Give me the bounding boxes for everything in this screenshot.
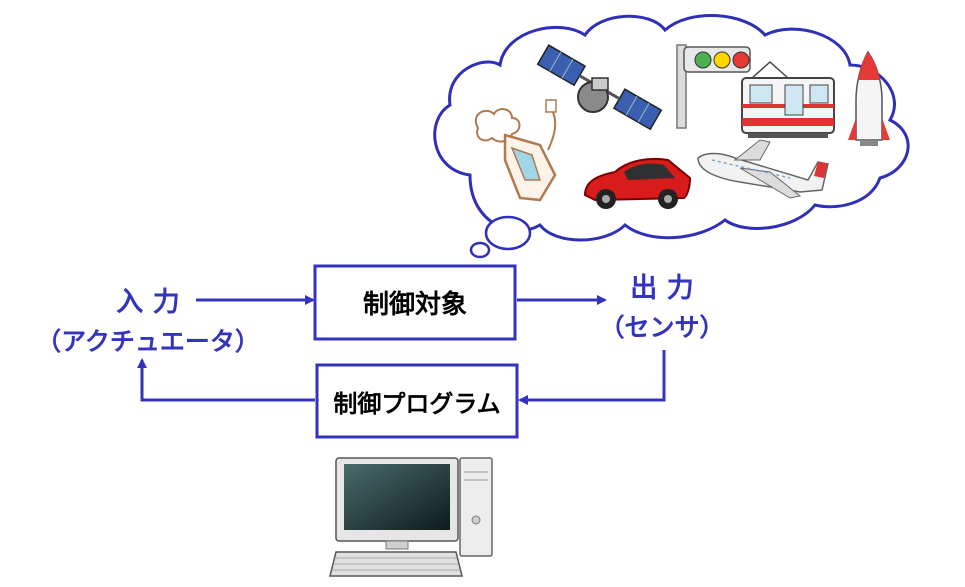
satellite-icon (536, 44, 663, 131)
iron-icon (475, 99, 557, 202)
arrow-program-to-input (137, 358, 315, 402)
output-label: 出 力 (630, 273, 693, 304)
traffic-light-icon (676, 44, 751, 129)
program-label: 制御プログラム (333, 390, 500, 418)
output-sublabel: （センサ） (599, 313, 724, 342)
train-icon (741, 60, 835, 138)
input-label: 入 力 (116, 287, 179, 318)
program-box: 制御プログラム (315, 363, 519, 439)
car-icon (583, 157, 692, 209)
airplane-icon (697, 139, 829, 199)
plant-box: 制御対象 (313, 264, 517, 341)
input-sublabel: （アクチュエータ） (36, 327, 260, 356)
rocket-icon (848, 50, 890, 146)
computer-icon (329, 457, 493, 577)
arrow-output-to-program (518, 350, 666, 405)
plant-label: 制御対象 (363, 289, 467, 320)
